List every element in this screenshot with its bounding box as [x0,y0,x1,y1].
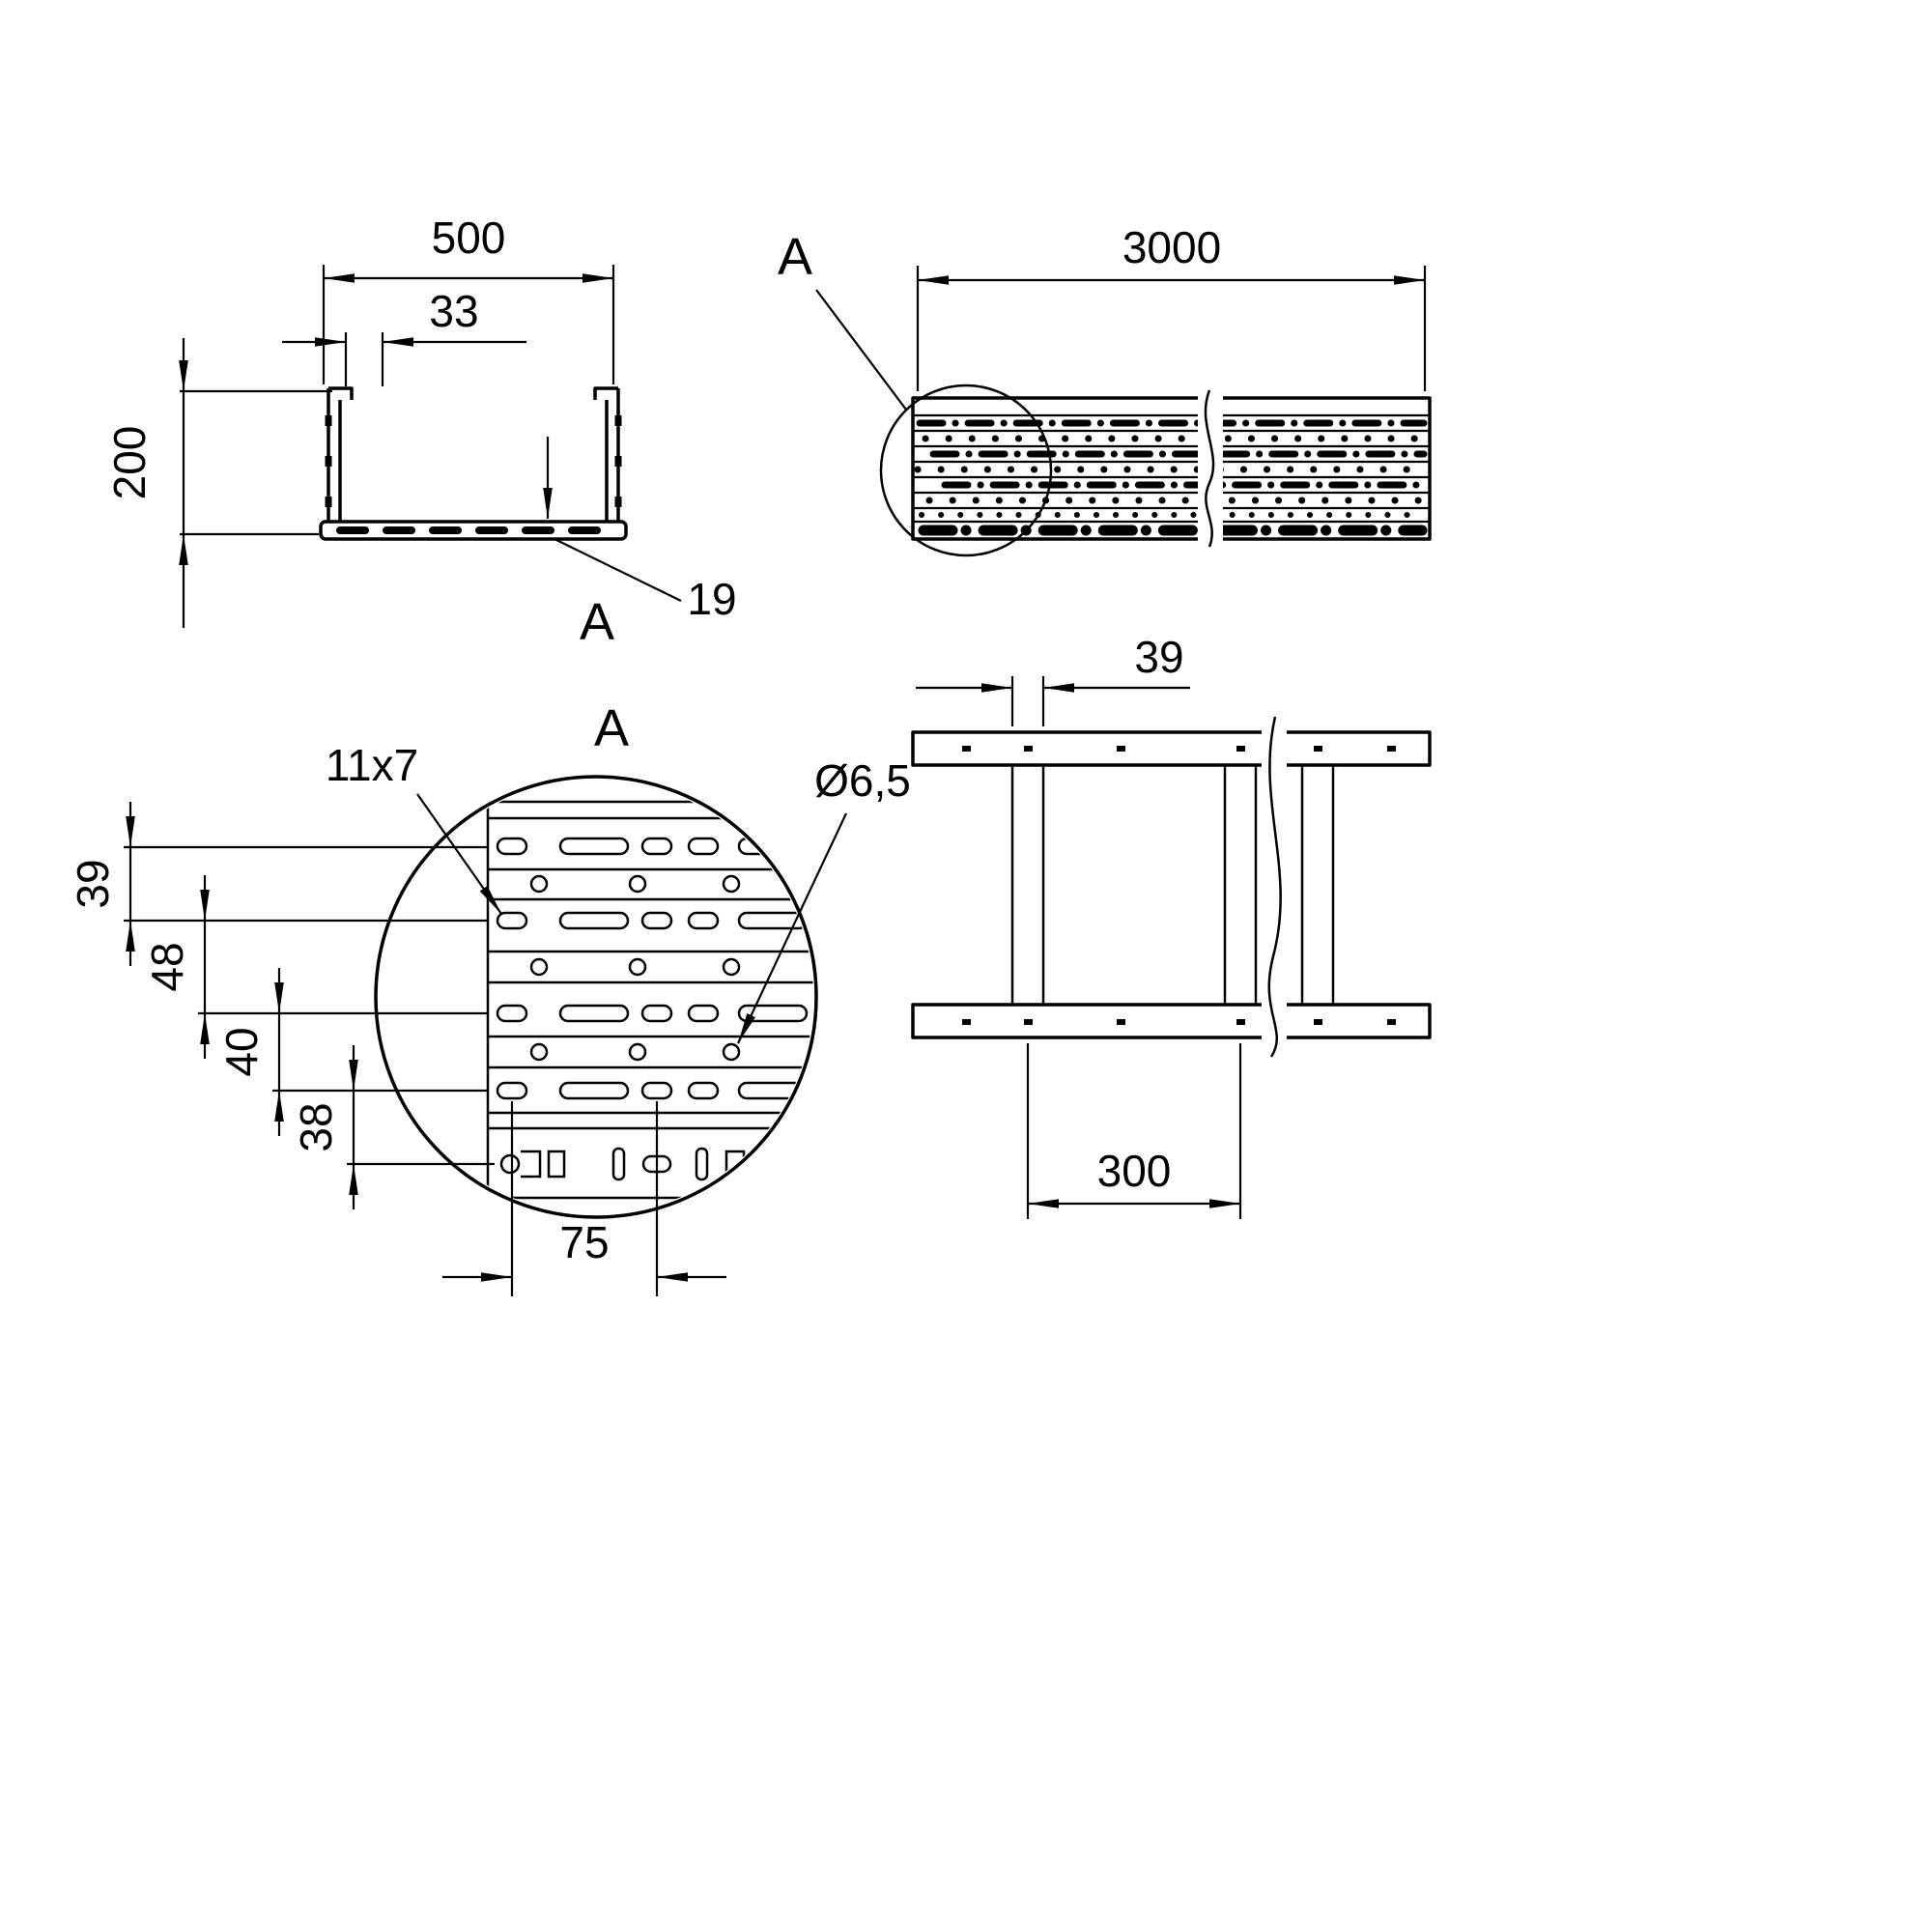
dim-rung-width: 39 [916,632,1190,726]
dim-height: 200 [104,338,332,628]
dim-slot-size-label: 11x7 [326,740,418,790]
side-view-detail-marker: A [778,228,812,286]
dim-height-label: 200 [104,426,155,500]
detail-slot-rows [496,837,809,1100]
dim-row-spacing-4: 38 [291,1045,358,1209]
detail-reference-leader [815,289,907,411]
dim-row-spacing-2: 48 [142,875,210,1059]
detail-reference-circle [879,384,1053,557]
dim-row-spacing-1-label: 39 [68,859,118,908]
cross-section-profile [319,386,628,541]
rail-perforation-marks [962,746,1396,1025]
view-side: A 3000 [778,222,1432,557]
side-view-break-line [1198,389,1223,548]
cross-section-detail-marker: A [580,593,614,651]
wall-notches [325,415,622,507]
dim-hole-pitch: 75 [442,1101,726,1296]
detail-rib-lines [488,800,813,1200]
view-cross-section: 500 33 200 19 A [104,213,737,651]
dim-row-spacing-3-label: 40 [216,1027,267,1076]
dim-row-spacings: 39 48 40 38 [68,802,495,1209]
dim-hole-diameter-label: Ø6,5 [814,755,911,806]
dim-width: 500 [322,213,615,384]
plan-break-line [1262,716,1287,1058]
dim-hole-diameter: Ø6,5 [737,755,911,1044]
dim-row-spacing-3: 40 [216,968,284,1136]
dim-rung-spacing: 300 [1026,1043,1242,1219]
dim-lip-label: 33 [429,286,478,336]
dim-rung-spacing-label: 300 [1097,1146,1172,1196]
detail-hole-rows [529,874,741,1062]
detail-title: A [594,699,629,757]
dim-hole-pitch-label: 75 [559,1217,609,1267]
dim-row-spacing-1: 39 [68,802,135,966]
view-plan: 39 300 [911,632,1432,1219]
dim-length-label: 3000 [1122,222,1221,272]
side-view-perforation-rows [914,419,1428,536]
dim-flange-thickness-label: 19 [687,574,736,624]
plan-bottom-rail [911,1003,1432,1039]
dim-row-spacing-4-label: 38 [291,1102,341,1151]
dim-flange-thickness: 19 A [543,437,737,651]
dim-slot-size: 11x7 [326,740,502,915]
plan-top-rail [911,730,1432,767]
detail-boundary-circle [374,775,818,1219]
side-view-rib-lines [913,413,1430,524]
side-view-outline [911,396,1432,541]
dim-length: 3000 [916,222,1427,391]
dim-rung-width-label: 39 [1134,632,1183,682]
detail-panel [486,792,813,1208]
dim-width-label: 500 [432,213,506,263]
dim-row-spacing-2-label: 48 [142,942,192,991]
dim-lip: 33 [282,286,526,386]
view-detail-a: A 11x7 Ø6,5 39 [68,699,911,1296]
